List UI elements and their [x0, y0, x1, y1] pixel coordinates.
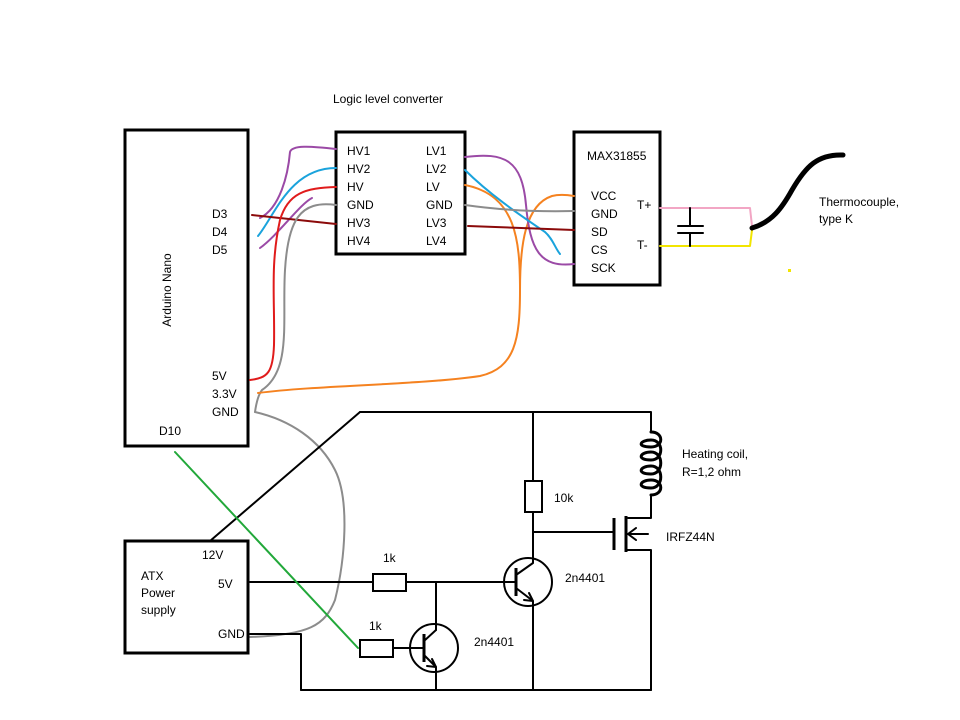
thermocouple-probe	[749, 152, 846, 231]
resistor-1k-top-label: 1k	[383, 551, 397, 565]
logic-level-converter: Logic level converter HV1 HV2 HV GND HV3…	[333, 92, 467, 256]
transistor-q2-collector	[423, 629, 437, 642]
max31855-pin-tminus: T-	[637, 238, 648, 252]
coil-label-line1: Heating coil,	[682, 447, 748, 461]
wire-gray-gnd-hvgnd	[254, 203, 337, 413]
resistor-10k	[524, 480, 543, 513]
heating-coil	[639, 430, 663, 497]
thermocouple-wire-yellow	[659, 229, 753, 247]
yellow-dot	[788, 269, 791, 272]
transistor-q2-arrow	[426, 658, 437, 668]
arduino-pin-d4: D4	[212, 225, 228, 239]
max31855-pin-vcc: VCC	[591, 189, 617, 203]
resistor-1k-top	[372, 573, 407, 592]
atx-name-line3: supply	[141, 603, 176, 617]
thermocouple-wire-pink	[659, 207, 753, 227]
arduino-pin-d3: D3	[212, 207, 228, 221]
mosfet-source	[625, 549, 652, 691]
max31855-module: MAX31855 VCC GND SD CS SCK T+ T-	[572, 130, 662, 287]
max31855-pin-tplus: T+	[637, 198, 651, 212]
wire-12v-rail	[359, 411, 652, 433]
transistor-q1-label: 2n4401	[565, 571, 605, 585]
max31855-pin-sd: SD	[591, 225, 608, 239]
arduino-pin-5v: 5V	[212, 369, 227, 383]
max31855-pin-cs: CS	[591, 243, 608, 257]
converter-pin-hv: HV	[347, 180, 364, 194]
converter-pin-lv-gnd: GND	[426, 198, 453, 212]
arduino-name: Arduino Nano	[160, 253, 174, 327]
converter-box	[334, 130, 467, 256]
coil-label-line2: R=1,2 ohm	[682, 465, 741, 479]
converter-pin-lv2: LV2	[426, 162, 447, 176]
max31855-pin-sck: SCK	[591, 261, 616, 275]
wire-coil-drain	[627, 494, 652, 519]
signal-wires	[249, 145, 575, 638]
max31855-name: MAX31855	[587, 149, 647, 163]
mosfet-label: IRFZ44N	[666, 530, 715, 544]
transistor-q1-collector	[515, 531, 534, 576]
wire-green-d10	[174, 451, 359, 649]
wire-blue-d4-hv2	[257, 167, 337, 237]
thermocouple-label-line2: type K	[819, 212, 853, 226]
converter-pin-hv3: HV3	[347, 216, 371, 230]
atx-name-line1: ATX	[141, 569, 163, 583]
arduino-nano: Arduino Nano D3 D4 D5 5V 3.3V GND D10	[123, 128, 250, 448]
thermocouple: Thermocouple, type K	[659, 152, 899, 272]
atx-pin-gnd: GND	[218, 627, 245, 641]
resistor-1k-bottom-label: 1k	[369, 619, 383, 633]
converter-pin-lv3: LV3	[426, 216, 447, 230]
thermocouple-label-line1: Thermocouple,	[819, 195, 899, 209]
atx-pin-12v: 12V	[202, 548, 223, 562]
wire-orange-lv-vcc	[519, 193, 575, 291]
converter-pin-lv4: LV4	[426, 234, 447, 248]
converter-title: Logic level converter	[333, 92, 443, 106]
resistor-1k-bottom	[359, 639, 394, 658]
driver-circuit: ATX Power supply 12V 5V GND Heating coil…	[123, 411, 748, 691]
resistor-10k-label: 10k	[554, 491, 574, 505]
wire-10k-gate	[532, 511, 615, 533]
wire-purple-d5	[259, 197, 313, 249]
arduino-pin-d5: D5	[212, 243, 228, 257]
wire-atx-gnd	[249, 633, 302, 691]
converter-pin-lv: LV	[426, 180, 440, 194]
wire-12v-diagonal	[209, 411, 361, 542]
transistor-q1-arrow	[523, 592, 534, 602]
wire-darkred-lv3-cs	[467, 225, 575, 231]
atx-name-line2: Power	[141, 586, 175, 600]
wire-gray-lvgnd-gnd	[464, 204, 575, 213]
transistor-q2-label: 2n4401	[474, 635, 514, 649]
arduino-pin-gnd: GND	[212, 405, 239, 419]
wire-red-5v-hv	[249, 186, 337, 381]
max31855-pin-gnd: GND	[591, 207, 618, 221]
converter-pin-hv1: HV1	[347, 144, 371, 158]
atx-pin-5v: 5V	[218, 577, 233, 591]
arduino-box	[123, 128, 250, 448]
wire-purple-d3-hv1	[259, 145, 337, 219]
converter-pin-hv-gnd: GND	[347, 198, 374, 212]
arduino-pin-3v3: 3.3V	[212, 387, 237, 401]
atx-box	[123, 539, 250, 655]
wire-gray-gnd-atx	[249, 411, 346, 638]
wire-orange-3v3-lv	[257, 184, 521, 394]
wire-darkred-d3-hv3	[251, 214, 337, 225]
mosfet-arrow	[627, 527, 649, 541]
wire-purple-lv1-sck	[464, 154, 575, 266]
arduino-pin-d10: D10	[159, 424, 181, 438]
converter-pin-hv2: HV2	[347, 162, 371, 176]
converter-pin-lv1: LV1	[426, 144, 447, 158]
converter-pin-hv4: HV4	[347, 234, 371, 248]
